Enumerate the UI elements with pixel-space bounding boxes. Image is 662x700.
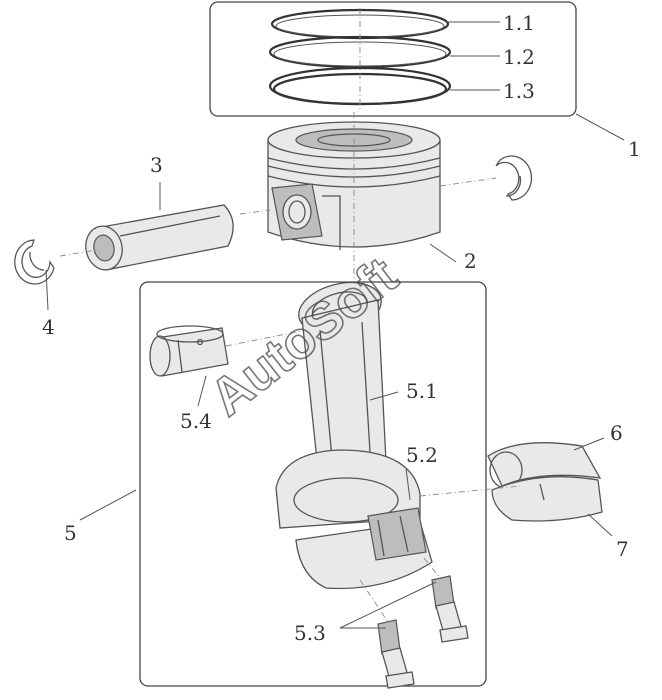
cap-bolt-left: [377, 619, 415, 689]
callout-1-2: 1.2: [503, 45, 535, 69]
retaining-clip-left: [14, 239, 55, 285]
callout-1-1: 1.1: [503, 11, 535, 35]
callout-6: 6: [610, 421, 623, 445]
callout-5-1: 5.1: [406, 379, 438, 403]
callout-1-3: 1.3: [503, 79, 535, 103]
piston-pin: [85, 204, 234, 271]
lower-bearing-shell: [491, 476, 603, 522]
callout-5-3: 5.3: [294, 621, 326, 645]
callout-5-4: 5.4: [180, 409, 212, 433]
callout-4: 4: [42, 315, 55, 339]
retaining-clip-right: [495, 155, 533, 201]
piston-rings-group-frame: [209, 1, 577, 117]
small-end-bushing: [149, 325, 229, 377]
callout-1: 1: [628, 137, 641, 161]
callout-7: 7: [616, 537, 629, 561]
callout-5: 5: [64, 521, 77, 545]
connecting-rod-group-frame: [139, 281, 487, 687]
callout-5-2: 5.2: [406, 443, 438, 467]
callout-2: 2: [464, 249, 477, 273]
callout-3: 3: [150, 153, 163, 177]
cap-bolt-right: [431, 575, 469, 643]
connecting-rod: [275, 281, 433, 590]
